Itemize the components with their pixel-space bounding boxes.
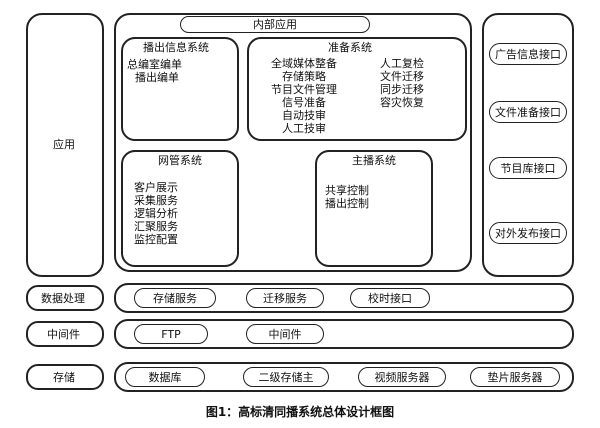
storage-box: 存储 bbox=[26, 364, 104, 390]
nms-item: 汇聚服务 bbox=[134, 220, 178, 233]
interface-file-prep: 文件准备接口 bbox=[489, 101, 567, 123]
master-item: 播出控制 bbox=[325, 197, 369, 210]
prep-item: 容灾恢复 bbox=[380, 96, 424, 109]
middleware-item: 中间件 bbox=[246, 324, 324, 344]
prep-system-title: 准备系统 bbox=[328, 41, 372, 54]
playlist-system-items: 总编室编单 播出编单 bbox=[127, 58, 182, 84]
playlist-system-box bbox=[121, 37, 239, 141]
master-system-box bbox=[315, 150, 433, 267]
prep-item: 人工复检 bbox=[380, 57, 424, 70]
storage-label: 存储 bbox=[53, 371, 75, 384]
application-box: 应用 bbox=[26, 13, 104, 277]
middleware-box: 中间件 bbox=[26, 321, 104, 347]
prep-item: 存储策略 bbox=[282, 70, 326, 83]
nms-system-box bbox=[121, 150, 239, 267]
interface-program-library: 节目库接口 bbox=[489, 157, 567, 179]
migration-service: 迁移服务 bbox=[246, 288, 324, 308]
nms-system-items: 客户展示 采集服务 逻辑分析 汇聚服务 监控配置 bbox=[134, 181, 178, 246]
video-server-item: 视频服务器 bbox=[358, 367, 446, 387]
figure-caption: 图1：高标清同播系统总体设计框图 bbox=[205, 405, 395, 419]
ftp-item: FTP bbox=[134, 324, 208, 344]
prep-item: 信号准备 bbox=[282, 96, 326, 109]
master-system-items: 共享控制 播出控制 bbox=[325, 184, 369, 210]
middleware-label: 中间件 bbox=[47, 328, 80, 341]
prep-system-col1: 全域媒体整备 存储策略 节目文件管理 信号准备 自动技审 人工技审 bbox=[258, 57, 350, 135]
nms-item: 客户展示 bbox=[134, 181, 178, 194]
nms-item: 采集服务 bbox=[134, 194, 178, 207]
internal-app-title: 内部应用 bbox=[180, 16, 370, 33]
interface-external-publish: 对外发布接口 bbox=[489, 222, 567, 244]
storage-service: 存储服务 bbox=[134, 288, 216, 308]
interface-ad-info: 广告信息接口 bbox=[489, 43, 567, 65]
playlist-system-title: 播出信息系统 bbox=[143, 41, 209, 54]
filler-server-item: 垫片服务器 bbox=[470, 367, 560, 387]
time-sync-interface: 校时接口 bbox=[350, 288, 430, 308]
database-item: 数据库 bbox=[125, 367, 205, 387]
secondary-storage-item: 二级存储主 bbox=[243, 367, 329, 387]
nms-item: 监控配置 bbox=[134, 233, 178, 246]
prep-system-col2: 人工复检 文件迁移 同步迁移 容灾恢复 bbox=[380, 57, 424, 109]
nms-item: 逻辑分析 bbox=[134, 207, 178, 220]
playlist-item: 总编室编单 bbox=[127, 58, 182, 71]
application-label: 应用 bbox=[53, 138, 75, 151]
prep-item: 全域媒体整备 bbox=[271, 57, 337, 70]
data-processing-label: 数据处理 bbox=[41, 292, 85, 305]
data-processing-box: 数据处理 bbox=[26, 285, 104, 311]
prep-item: 人工技审 bbox=[282, 122, 326, 135]
prep-item: 节目文件管理 bbox=[271, 83, 337, 96]
prep-system-box bbox=[247, 37, 467, 141]
prep-item: 同步迁移 bbox=[380, 83, 424, 96]
prep-item: 自动技审 bbox=[282, 109, 326, 122]
prep-item: 文件迁移 bbox=[380, 70, 424, 83]
master-system-title: 主播系统 bbox=[352, 154, 396, 167]
master-item: 共享控制 bbox=[325, 184, 369, 197]
nms-system-title: 网管系统 bbox=[158, 154, 202, 167]
playlist-item: 播出编单 bbox=[135, 71, 179, 84]
